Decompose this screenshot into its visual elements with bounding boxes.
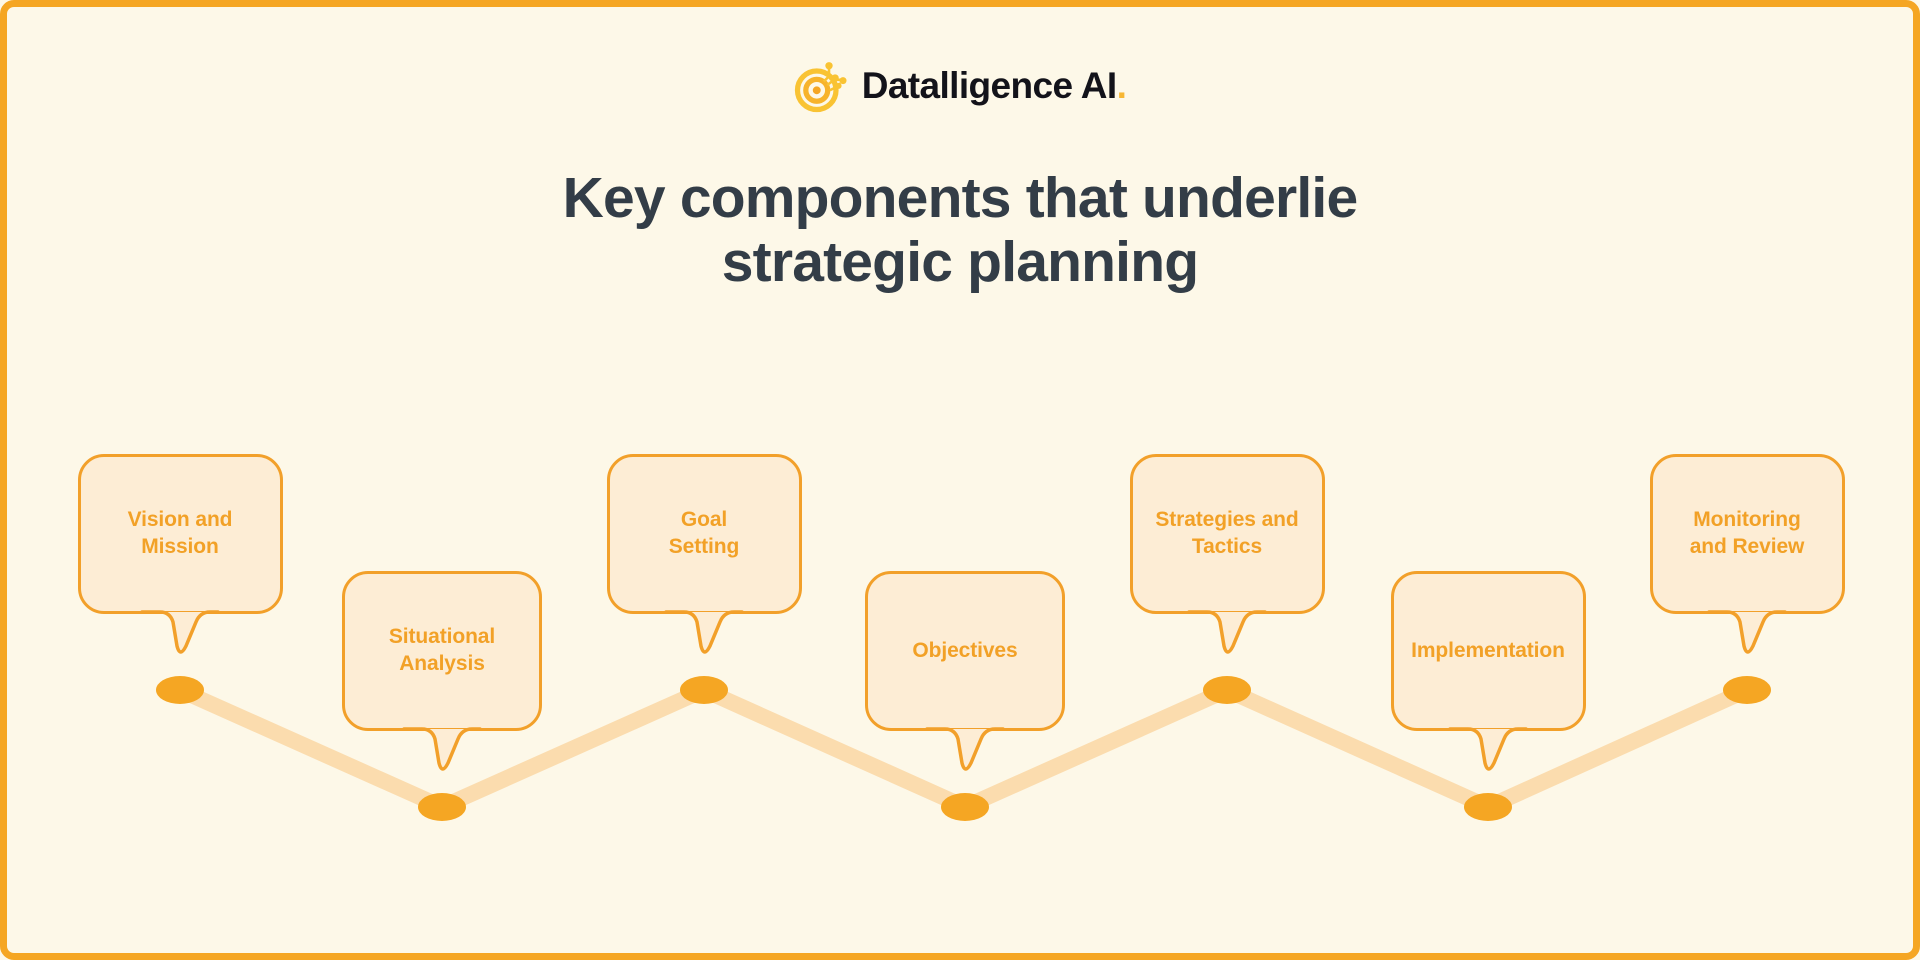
step-bubble-4[interactable]: Objectives — [865, 571, 1065, 731]
step-label-line: Tactics — [1191, 535, 1263, 558]
step-bubble-tail-4 — [925, 727, 1005, 771]
brand-dot: . — [1116, 64, 1127, 106]
page-title: Key components that underlie strategic p… — [7, 166, 1913, 295]
tail-shape — [1707, 610, 1787, 654]
tail-shape — [925, 727, 1005, 771]
step-bubble-6[interactable]: Implementation — [1390, 571, 1586, 731]
step-label-line: Objectives — [912, 638, 1018, 662]
step-label-line: Analysis — [399, 652, 485, 675]
step-label-line: Situational — [388, 625, 496, 649]
step-bubble-tail-1 — [140, 610, 220, 654]
step-label-line: Monitoring — [1693, 508, 1801, 532]
step-bubble-label-6: Implementation — [1411, 638, 1565, 665]
step-bubble-tail-2 — [402, 727, 482, 771]
step-label-line: Mission — [141, 535, 219, 558]
step-label-line: Setting — [668, 535, 740, 558]
step-bubble-tail-6 — [1448, 727, 1528, 771]
brand-logo: Datalligence AI. — [7, 57, 1913, 113]
tail-shape — [1187, 610, 1267, 654]
step-bubble-label-7: Monitoring and Review — [1690, 507, 1805, 561]
brand-name: Datalligence AI. — [862, 67, 1127, 104]
tail-shape — [140, 610, 220, 654]
brand-name-text: Datalligence AI — [861, 64, 1117, 106]
page-title-line-1: Key components that underlie — [562, 166, 1359, 230]
step-label-line: Strategies and — [1155, 508, 1299, 532]
step-bubble-tail-5 — [1187, 610, 1267, 654]
step-bubble-tail-7 — [1707, 610, 1787, 654]
step-bubble-7[interactable]: Monitoring and Review — [1649, 454, 1845, 614]
tail-shape — [1448, 727, 1528, 771]
step-label-line: Goal — [680, 508, 728, 532]
step-label-line: Vision and — [127, 508, 233, 532]
tail-shape — [402, 727, 482, 771]
step-bubble-label-4: Objectives — [912, 638, 1017, 665]
target-circuit-icon — [794, 62, 847, 113]
step-bubble-tail-3 — [664, 610, 744, 654]
page-title-line-2: strategic planning — [721, 229, 1199, 294]
step-label-line: Implementation — [1411, 638, 1565, 662]
tail-shape — [664, 610, 744, 654]
step-label-line: and Review — [1689, 535, 1805, 558]
